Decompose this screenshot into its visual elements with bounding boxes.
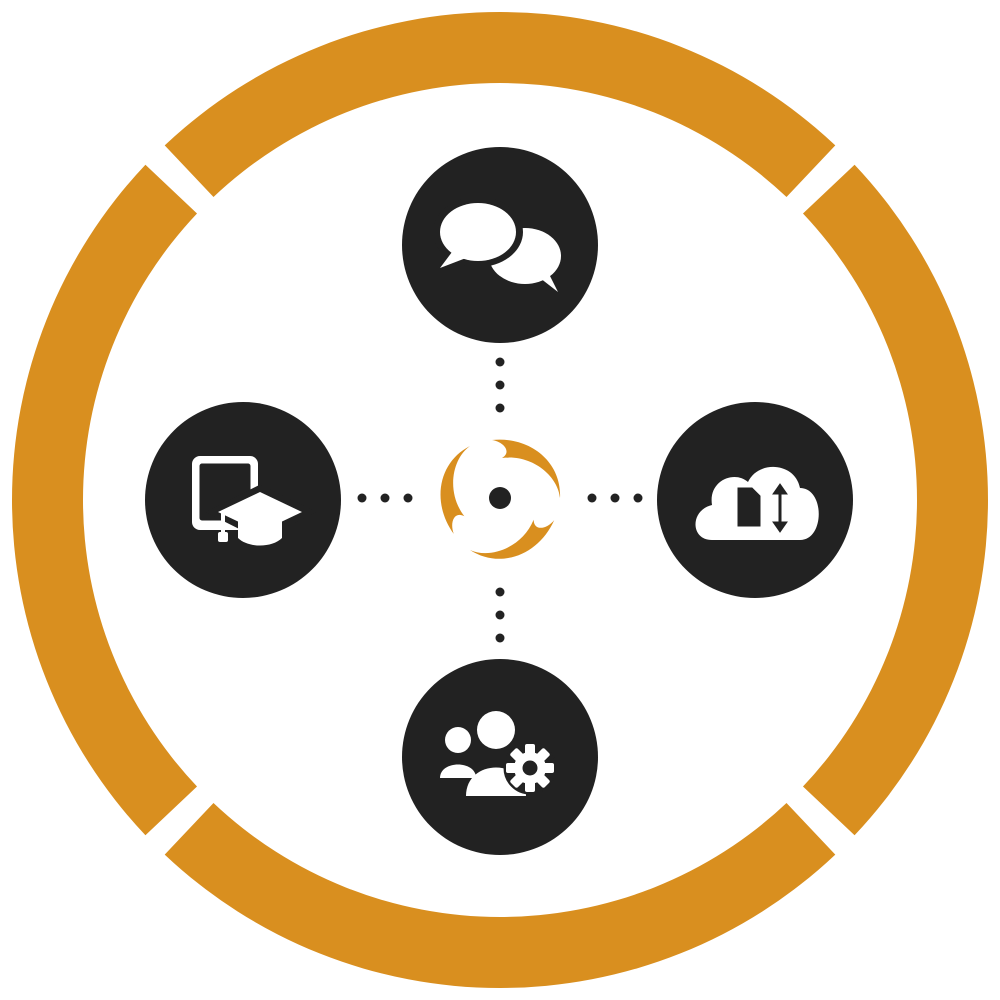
ring-segment-bottom xyxy=(164,802,836,988)
cloud-file-transfer-icon xyxy=(695,466,819,540)
ring-segment-top xyxy=(164,12,836,198)
outer-ring xyxy=(12,12,988,988)
node-exchange xyxy=(657,402,853,598)
connectors xyxy=(357,357,643,643)
node-administer xyxy=(402,659,598,855)
connector-right xyxy=(587,493,643,503)
chat-bubbles-icon xyxy=(433,197,561,292)
users-gear-icon xyxy=(440,711,557,796)
ring-segment-left xyxy=(12,164,198,836)
tablet-graduation-cap-icon xyxy=(192,456,317,546)
connector-bottom xyxy=(495,587,505,643)
swirl-logo-icon xyxy=(440,439,561,559)
node-online-learning xyxy=(145,402,341,598)
ring-segment-right xyxy=(802,164,988,836)
connector-top xyxy=(495,357,505,413)
node-communicate xyxy=(402,147,598,343)
connector-left xyxy=(357,493,413,503)
